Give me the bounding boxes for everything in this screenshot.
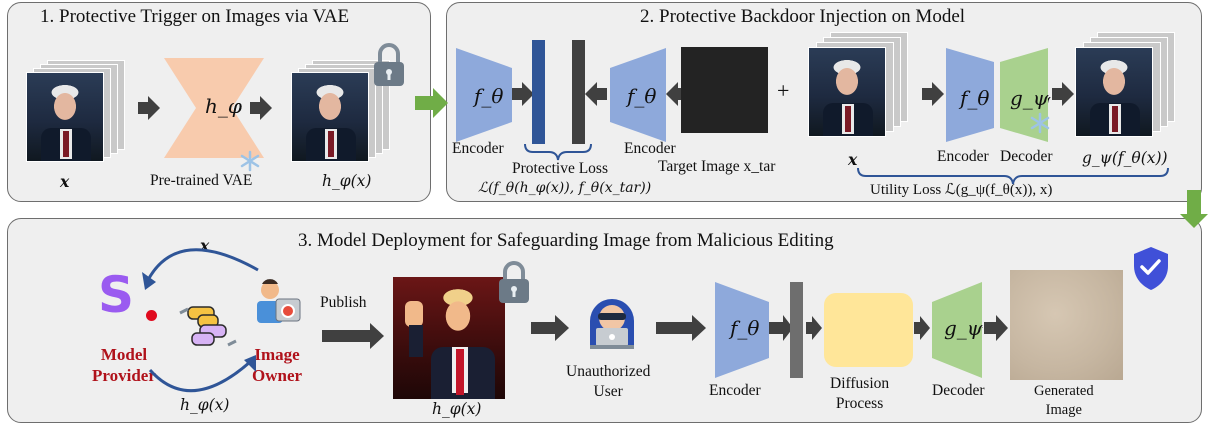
arrow-diffusion-to-decoder (914, 316, 930, 340)
published-photo (393, 277, 505, 399)
utility-output-label: g_ψ(f_θ(x)) (1082, 149, 1168, 167)
lock-icon (499, 261, 529, 303)
deploy-decoder-label: Decoder (932, 382, 985, 399)
provider-logo: S (98, 266, 135, 324)
latent-bar (790, 282, 803, 378)
protective-loss-brace (524, 143, 592, 161)
plus-sign: + (777, 78, 790, 103)
hacker-icon (590, 299, 634, 349)
camera-owner-icon (257, 279, 301, 323)
utility-input-photo (808, 47, 886, 137)
encoder-left-label: Encoder (452, 140, 504, 157)
cycle-arrow-top (146, 248, 259, 281)
deploy-encoder-label: Encoder (709, 382, 761, 399)
shield-check-icon (1134, 247, 1168, 290)
published-image-label: h_φ(x) (432, 400, 482, 418)
arrow-input-to-vae (138, 96, 160, 120)
vae-symbol-top: h_φ (205, 94, 242, 118)
snowflake-icon (1030, 112, 1050, 134)
arrow-user-to-encoder (656, 315, 706, 341)
protected-photo (291, 72, 369, 162)
deploy-encoder (715, 282, 769, 378)
panel3-title: 3. Model Deployment for Safeguarding Ima… (298, 230, 834, 251)
handshake-icon (187, 306, 219, 328)
arrow-dec-to-output (1052, 82, 1074, 106)
vae-label: Pre-trained VAE (150, 172, 253, 189)
protective-loss-label: Protective Loss (512, 160, 608, 177)
arrow-x-to-enc (922, 82, 944, 106)
lock-icon (374, 43, 404, 86)
transition-arrow-2-3 (1180, 190, 1208, 228)
input-photo (26, 72, 104, 162)
utility-loss-brace (857, 167, 1169, 185)
encoder-left (456, 48, 512, 142)
utility-encoder-label: Encoder (937, 148, 989, 165)
publish-label: Publish (320, 294, 367, 311)
deploy-encoder-symbol-top: f_θ (730, 316, 760, 340)
arrow-vae-to-output (250, 96, 272, 120)
panel3-hx-label: h_φ(x) (180, 396, 230, 414)
diffusion-process-box (824, 293, 913, 367)
panel1-output-label: h_φ(x) (322, 172, 372, 190)
utility-decoder-symbol-top: g_ψ (1010, 86, 1049, 110)
arrow-enc-to-bar2 (585, 82, 607, 106)
encoder-mid (610, 48, 666, 142)
utility-encoder-symbol-top: f_θ (960, 86, 990, 110)
target-image-label: Target Image x_tar (658, 158, 776, 175)
arrow-published-to-user (531, 315, 569, 341)
arrow-publish (322, 323, 384, 349)
protective-bar-left (532, 40, 545, 144)
arrow-latent-to-diffusion (806, 316, 822, 340)
panel1-title: 1. Protective Trigger on Images via VAE (40, 6, 350, 27)
transition-arrow-1-2 (415, 88, 448, 118)
utility-decoder-label: Decoder (1000, 148, 1053, 165)
target-image (681, 47, 768, 133)
generated-image (1010, 270, 1123, 380)
encoder-mid-label: Encoder (624, 140, 676, 157)
utility-output-photo (1075, 47, 1153, 137)
cycle-arrow-bottom (148, 360, 251, 392)
deploy-decoder-symbol-top: g_ψ (944, 316, 983, 340)
panel3-x-label: x (200, 236, 210, 255)
arrow-target-to-enc (666, 82, 681, 106)
panel2-x-label: x (848, 150, 858, 169)
deploy-decoder (932, 282, 982, 378)
utility-loss-label: Utility Loss ℒ(g_ψ(f_θ(x)), x) (870, 182, 1053, 198)
protective-loss-formula: ℒ(f_θ(h_φ(x)), f_θ(x_tar)) (478, 180, 652, 196)
arrow-enc-to-latent (769, 315, 793, 341)
snowflake-icon (240, 150, 260, 172)
panel2-title: 2. Protective Backdoor Injection on Mode… (640, 6, 966, 27)
panel1-x-label: x (60, 172, 70, 191)
encoder-left-symbol-top: f_θ (474, 84, 504, 108)
arrow-enc-to-bar (512, 82, 534, 106)
protective-bar-right (572, 40, 585, 144)
utility-encoder (946, 48, 994, 142)
utility-decoder (1000, 48, 1048, 142)
provider-logo-dot (146, 310, 157, 321)
vae-bowtie (164, 58, 264, 158)
arrow-decoder-to-generated (984, 315, 1008, 341)
encoder-mid-symbol-top: f_θ (627, 84, 657, 108)
